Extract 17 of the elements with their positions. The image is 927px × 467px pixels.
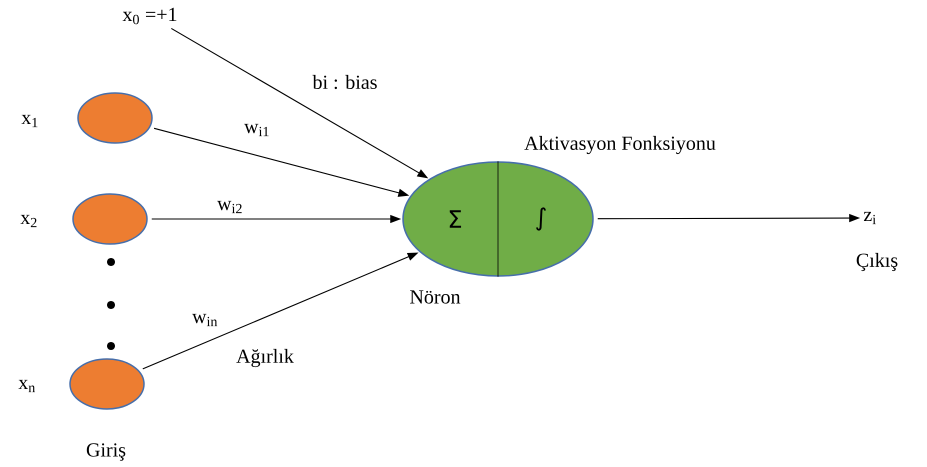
- node-caption: x$_{2}$: [20, 214, 36, 228]
- input-circle: [77, 92, 153, 144]
- input-circle: [69, 358, 145, 410]
- node-caption: x$_{1}$: [21, 114, 38, 128]
- node-caption: x$_{n}$: [18, 380, 36, 392]
- text-label: Giriş: [86, 443, 126, 461]
- variable-label: x$_{0}$ =+1: [122, 8, 176, 24]
- node-caption: Aktivasyon Fonksiyonu: [524, 136, 716, 154]
- input-circle: [72, 193, 148, 245]
- text-label: Ağırlık: [236, 348, 294, 368]
- node-caption: Nöron: [410, 290, 460, 304]
- edge-label: bi : bias: [312, 74, 378, 90]
- node-caption: Çıkış: [856, 252, 898, 272]
- edge-label: w$_{i1}$: [243, 122, 271, 138]
- edge-label: w$_{in}$: [191, 312, 219, 328]
- edge-label: w$_{i2}$: [216, 200, 244, 214]
- variable-label: z$_{i}$: [864, 212, 876, 224]
